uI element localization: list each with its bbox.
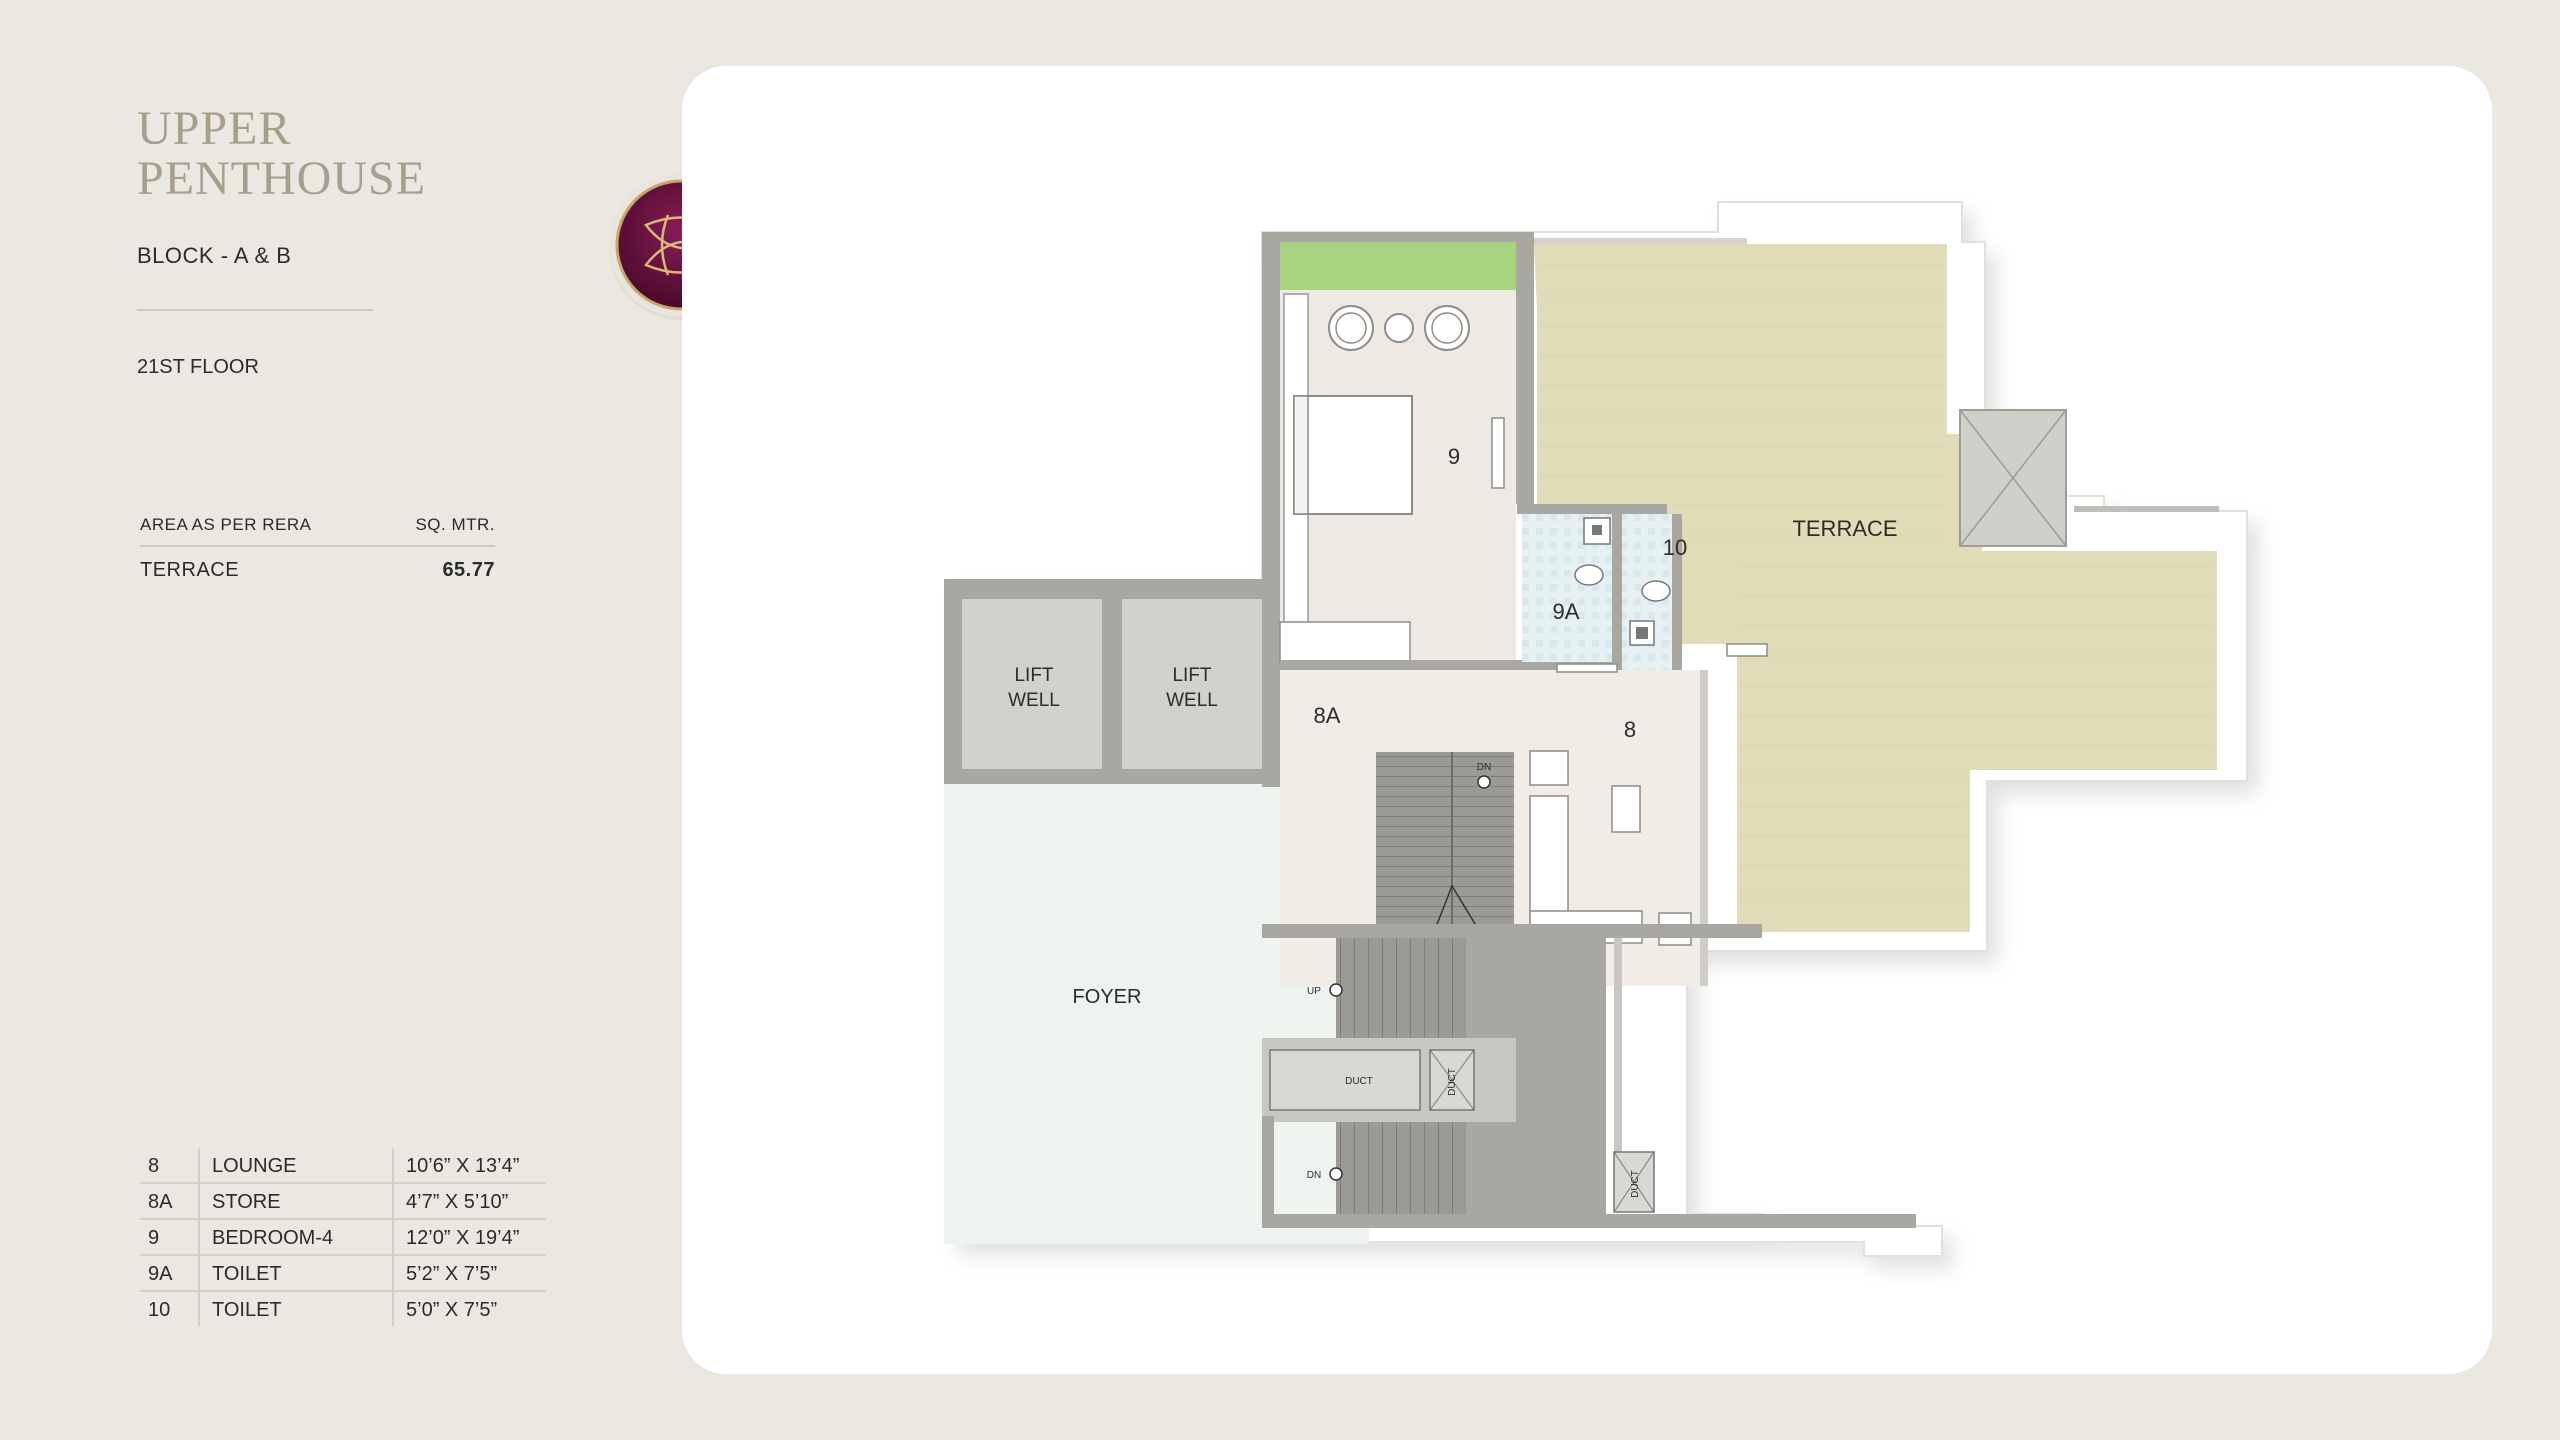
area-row: TERRACE 65.77 bbox=[140, 547, 495, 582]
label-duct-2: DUCT bbox=[1447, 1068, 1458, 1096]
lift-wells bbox=[944, 579, 1264, 784]
label-foyer: FOYER bbox=[1073, 986, 1142, 1008]
room-name: LOUNGE bbox=[198, 1148, 393, 1184]
floor-plan-card: TERRACE FOYER LIFT WELL LIFT WELL 9 9A 1… bbox=[682, 66, 2492, 1374]
label-room-9: 9 bbox=[1448, 444, 1460, 469]
room-size: 5’2” X 7’5” bbox=[392, 1255, 546, 1292]
label-terrace: TERRACE bbox=[1792, 516, 1897, 541]
area-row-value: 65.77 bbox=[442, 559, 495, 581]
room-name: STORE bbox=[198, 1183, 393, 1220]
room-name: TOILET bbox=[198, 1291, 393, 1326]
terrace-texture bbox=[1542, 265, 2212, 897]
room-id: 9A bbox=[140, 1255, 199, 1292]
room-size: 4’7” X 5’10” bbox=[392, 1183, 546, 1220]
area-table-header: AREA AS PER RERA SQ. MTR. bbox=[140, 515, 495, 547]
room-size: 12’0” X 19’4” bbox=[392, 1219, 546, 1256]
label-lift2-line1: LIFT bbox=[1172, 665, 1211, 686]
room-id: 10 bbox=[148, 1298, 171, 1321]
label-room-8a: 8A bbox=[1314, 703, 1341, 728]
floor-plan-diagram: TERRACE FOYER LIFT WELL LIFT WELL 9 9A 1… bbox=[944, 201, 2248, 1257]
room-schedule-table: 8 LOUNGE 10’6” X 13’4” 8A STORE 4’7” X 5… bbox=[140, 1148, 546, 1326]
bed bbox=[1293, 395, 1413, 515]
area-col-unit: SQ. MTR. bbox=[415, 515, 495, 534]
room-id: 8 bbox=[140, 1148, 199, 1184]
table-row: 8A STORE 4’7” X 5’10” bbox=[140, 1183, 546, 1220]
title-line-1: UPPER bbox=[137, 102, 292, 155]
room-id: 9 bbox=[140, 1219, 199, 1256]
label-dn-internal: DN bbox=[1477, 762, 1491, 773]
staircase-upper bbox=[1336, 938, 1466, 1038]
table-row: 9A TOILET 5’2” X 7’5” bbox=[140, 1255, 546, 1292]
label-room-10: 10 bbox=[1663, 535, 1687, 560]
area-table: AREA AS PER RERA SQ. MTR. TERRACE 65.77 bbox=[140, 515, 495, 582]
title-line-2: PENTHOUSE bbox=[137, 152, 427, 205]
label-room-9a: 9A bbox=[1553, 599, 1580, 624]
label-duct-3: DUCT bbox=[1630, 1170, 1641, 1198]
area-row-name: TERRACE bbox=[140, 559, 240, 581]
floor-label: 21ST FLOOR bbox=[137, 356, 259, 378]
divider bbox=[137, 309, 373, 311]
table-row: 9 BEDROOM-4 12’0” X 19’4” bbox=[140, 1219, 546, 1256]
planter bbox=[1280, 242, 1520, 290]
room-name: BEDROOM-4 bbox=[198, 1219, 393, 1256]
table-row: 8 LOUNGE 10’6” X 13’4” bbox=[140, 1148, 546, 1184]
room-size: 10’6” X 13’4” bbox=[392, 1148, 546, 1184]
label-dn: DN bbox=[1307, 1170, 1321, 1181]
label-lift1-line2: WELL bbox=[1008, 690, 1060, 711]
label-up: UP bbox=[1307, 986, 1321, 997]
room-name: TOILET bbox=[198, 1255, 393, 1292]
label-lift2-line2: WELL bbox=[1166, 690, 1218, 711]
label-room-8: 8 bbox=[1624, 717, 1636, 742]
label-duct-1: DUCT bbox=[1345, 1076, 1373, 1087]
room-size: 5’0” X 7’5” bbox=[392, 1291, 546, 1326]
block-label: BLOCK - A & B bbox=[137, 243, 292, 268]
staircase-lower bbox=[1336, 1122, 1466, 1214]
page-title: UPPER PENTHOUSE bbox=[137, 104, 426, 204]
table-row: 10 TOILET 5’0” X 7’5” bbox=[140, 1291, 546, 1326]
area-col-label: AREA AS PER RERA bbox=[140, 515, 312, 534]
label-lift1-line1: LIFT bbox=[1014, 665, 1053, 686]
room-id: 8A bbox=[140, 1183, 199, 1220]
